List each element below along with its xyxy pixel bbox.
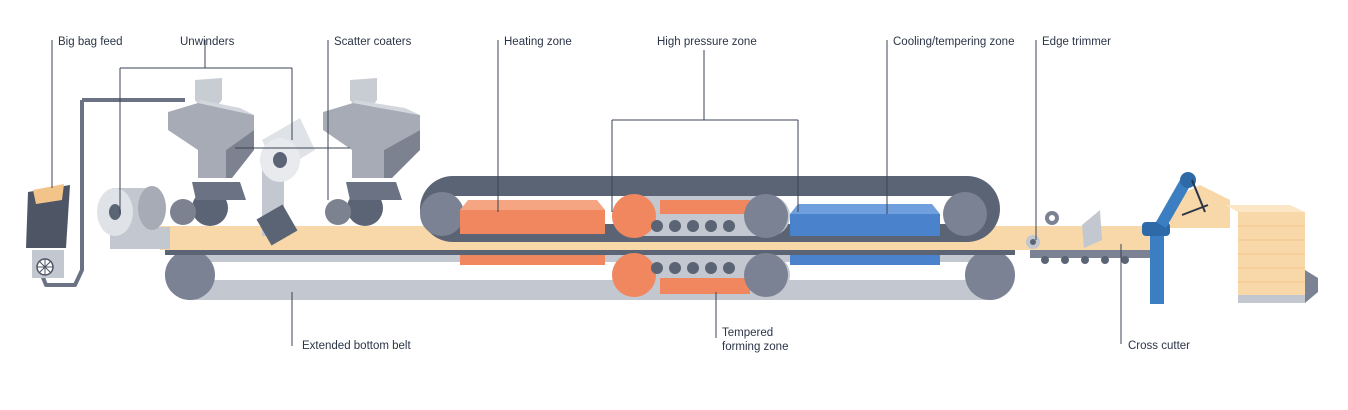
heating-plates-upper [460, 200, 605, 234]
leader-lines [51, 40, 1122, 346]
label-extended-bottom-belt: Extended bottom belt [302, 340, 411, 352]
label-scatter-coaters: Scatter coaters [334, 36, 412, 48]
output-rollers [1030, 250, 1150, 264]
label-tempered-forming-zone-2: forming zone [722, 341, 788, 353]
scatter-coater-2 [323, 78, 420, 226]
label-high-pressure-zone: High pressure zone [657, 36, 757, 48]
heating-plates-lower [460, 255, 605, 265]
scatter-coater-1 [168, 78, 254, 226]
cooling-plates-lower [790, 255, 940, 265]
label-cross-cutter: Cross cutter [1128, 340, 1190, 352]
edge-trimmer [1026, 210, 1102, 249]
label-edge-trimmer: Edge trimmer [1042, 36, 1111, 48]
board-stack [1225, 205, 1318, 303]
label-heating-zone: Heating zone [504, 36, 572, 48]
tempered-forming-rollers [612, 253, 790, 297]
big-bag-feed [26, 98, 185, 287]
label-cooling-tempering-zone: Cooling/tempering zone [893, 36, 1014, 48]
unwinder-roll-middle [256, 118, 315, 246]
label-tempered-forming-zone-1: Tempered [722, 327, 773, 339]
cross-cutter [1142, 172, 1230, 304]
label-big-bag-feed: Big bag feed [58, 36, 123, 48]
cooling-plates-upper [790, 204, 940, 236]
unwinder-roll-left [97, 186, 166, 236]
mat-thin-belt [110, 227, 170, 249]
label-unwinders: Unwinders [180, 36, 235, 48]
high-pressure-rollers [612, 194, 790, 238]
